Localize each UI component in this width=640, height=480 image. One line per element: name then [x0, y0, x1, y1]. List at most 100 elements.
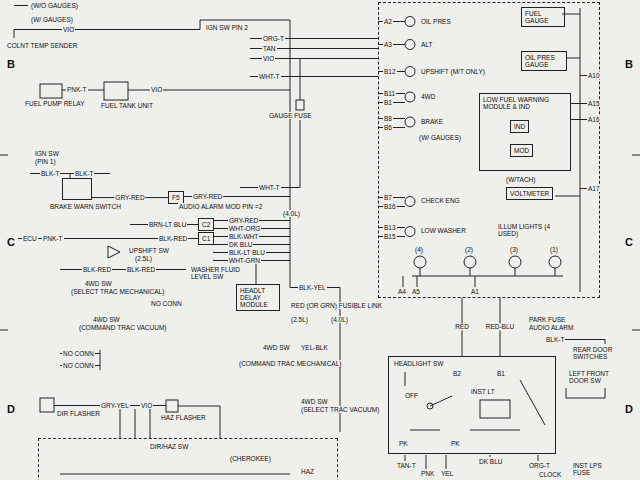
- wire-label: GRY-RED: [228, 217, 259, 224]
- flasher-symbol: [166, 400, 178, 412]
- lamp-symbol: [405, 117, 415, 127]
- wire-label: VIO: [262, 55, 275, 62]
- wire-label: (1): [549, 246, 559, 253]
- wire-label: B16: [383, 203, 397, 210]
- wire-connector: [92, 197, 168, 198]
- wire-label: BLK-WHT: [228, 233, 259, 240]
- wire-label: REAR DOOR SWITCHES: [572, 346, 616, 360]
- lamp-symbol: [405, 67, 415, 77]
- wire-label: (4.0L): [282, 210, 301, 217]
- bulb-symbol: [509, 256, 521, 268]
- wire-label: ORG-T: [528, 462, 551, 469]
- node-label: FUEL GAUGE: [525, 10, 561, 24]
- wire-label: PARK FUSE: [528, 316, 566, 323]
- lamp-symbol: [405, 227, 415, 237]
- wire-label: PNK: [420, 470, 435, 477]
- wire-label: NO CONN: [150, 300, 183, 307]
- node-label: BRAKE WARN SWITCH: [49, 203, 122, 210]
- instrument-cluster: ILLUM LIGHTS (4 USED) FUEL GAUGE OIL PRES …: [378, 2, 600, 298]
- wire-label: (SELECT TRAC VACUUM): [300, 406, 380, 413]
- wire-label: BLK-RED: [82, 266, 112, 273]
- wire-label: A2: [383, 18, 393, 25]
- wire-label: COLNT TEMP SENDER: [6, 42, 78, 49]
- node-label: ILLUM LIGHTS (4 USED): [497, 223, 557, 237]
- wire-label: (COMMAND TRAC MECHANICAL): [238, 360, 342, 367]
- bulb-symbol: [464, 256, 476, 268]
- wire-label: HAZ: [300, 468, 315, 475]
- wire-label: VIO: [62, 26, 75, 33]
- wire-label: BLK-T: [40, 170, 60, 177]
- hazard-switch: DIR/HAZ SW (CHEROKEE): [38, 438, 338, 480]
- wire-label: DK BLU: [228, 241, 253, 248]
- grid-letter: D: [6, 403, 16, 415]
- wire-label: TAN-T: [396, 462, 417, 469]
- wire-label: CLOCK: [538, 471, 562, 478]
- node-label: (CHEROKEE): [229, 455, 272, 462]
- lamp-symbol: [405, 17, 415, 27]
- indicator-box: IND: [510, 120, 529, 133]
- wire-label: ALT: [420, 41, 433, 48]
- grid-letter: B: [6, 58, 16, 70]
- fuse-symbol: [296, 100, 304, 110]
- wire-label: (COMMAND TRAC VACUUM): [78, 324, 168, 331]
- wire-label: B6: [383, 124, 393, 131]
- wire-label: 4WD SW: [92, 316, 121, 323]
- node-label: DIR/HAZ SW: [149, 443, 189, 450]
- wire: [0, 6, 640, 475]
- contact-symbol: [427, 403, 433, 409]
- wire-label: INST LT: [470, 388, 496, 395]
- relay-symbol: [40, 84, 62, 98]
- wire-label: FUEL TANK UNIT: [100, 102, 154, 109]
- wire-label: BLK-LT BLU: [228, 249, 266, 256]
- wire-label: WHT-T: [258, 184, 281, 191]
- wire-label: GRY-YEL: [100, 402, 130, 409]
- connector-box: C1: [198, 232, 214, 245]
- wire-label: (W/ GAUGES): [418, 134, 462, 141]
- wire-label: A3: [383, 41, 393, 48]
- wire-label: ECU: [22, 235, 38, 242]
- fuse-box: F5: [168, 191, 184, 204]
- wire-label: B1: [496, 370, 506, 377]
- wire-connector: [500, 298, 501, 356]
- wire-label: RED-BLU: [485, 323, 516, 330]
- wire-label: TAN: [262, 45, 277, 52]
- wire-label: FUEL PUMP RELAY: [24, 100, 85, 107]
- wire-label: LOW WASHER: [420, 227, 467, 234]
- wire-label: (2): [464, 246, 474, 253]
- bulb-symbol: [414, 256, 426, 268]
- wire-label: BLK-T: [74, 170, 94, 177]
- dimmer-symbol: [480, 400, 510, 418]
- gauge-box: OIL PRES GAUGE: [521, 51, 567, 71]
- wire-label: GAUGE FUSE: [268, 112, 313, 119]
- wire-label: PK: [450, 440, 461, 447]
- node-label: OIL PRES GAUGE: [525, 54, 563, 68]
- wire-label: VIO: [140, 402, 153, 409]
- grid-letter: B: [624, 58, 634, 70]
- node-label: VOLTMETER: [510, 190, 549, 197]
- wire-label: GRY-RED: [192, 193, 223, 200]
- wire-label: AUDIO ALARM: [528, 324, 574, 331]
- wire-label: WHT-ORG: [228, 225, 261, 232]
- wire-label: BLK-YEL: [298, 284, 327, 291]
- wire-label: OFF: [404, 392, 419, 399]
- wire-label: PNK-T: [66, 86, 88, 93]
- wire-label: RED: [454, 323, 470, 330]
- wire-label: PK: [398, 440, 409, 447]
- brake-switch: BRAKE WARN SWITCH: [62, 178, 92, 200]
- node-label: F5: [172, 194, 180, 201]
- wire-label: BLK-RED: [126, 266, 156, 273]
- wire-label: A5: [411, 288, 421, 295]
- wire-label: RED (OR GRN) FUSIBLE LINK: [290, 302, 383, 309]
- wire-label: B7: [383, 194, 393, 201]
- wire-label: CHECK ENG: [420, 197, 461, 204]
- wire-label: BRAKE: [420, 118, 444, 125]
- wire-label: NO CONN: [62, 362, 95, 369]
- wire-label: DIR FLASHER: [56, 410, 101, 417]
- wire-label: (2.5L): [134, 255, 153, 262]
- wire-label: OIL PRES: [420, 18, 452, 25]
- wire-label: A17: [587, 185, 601, 192]
